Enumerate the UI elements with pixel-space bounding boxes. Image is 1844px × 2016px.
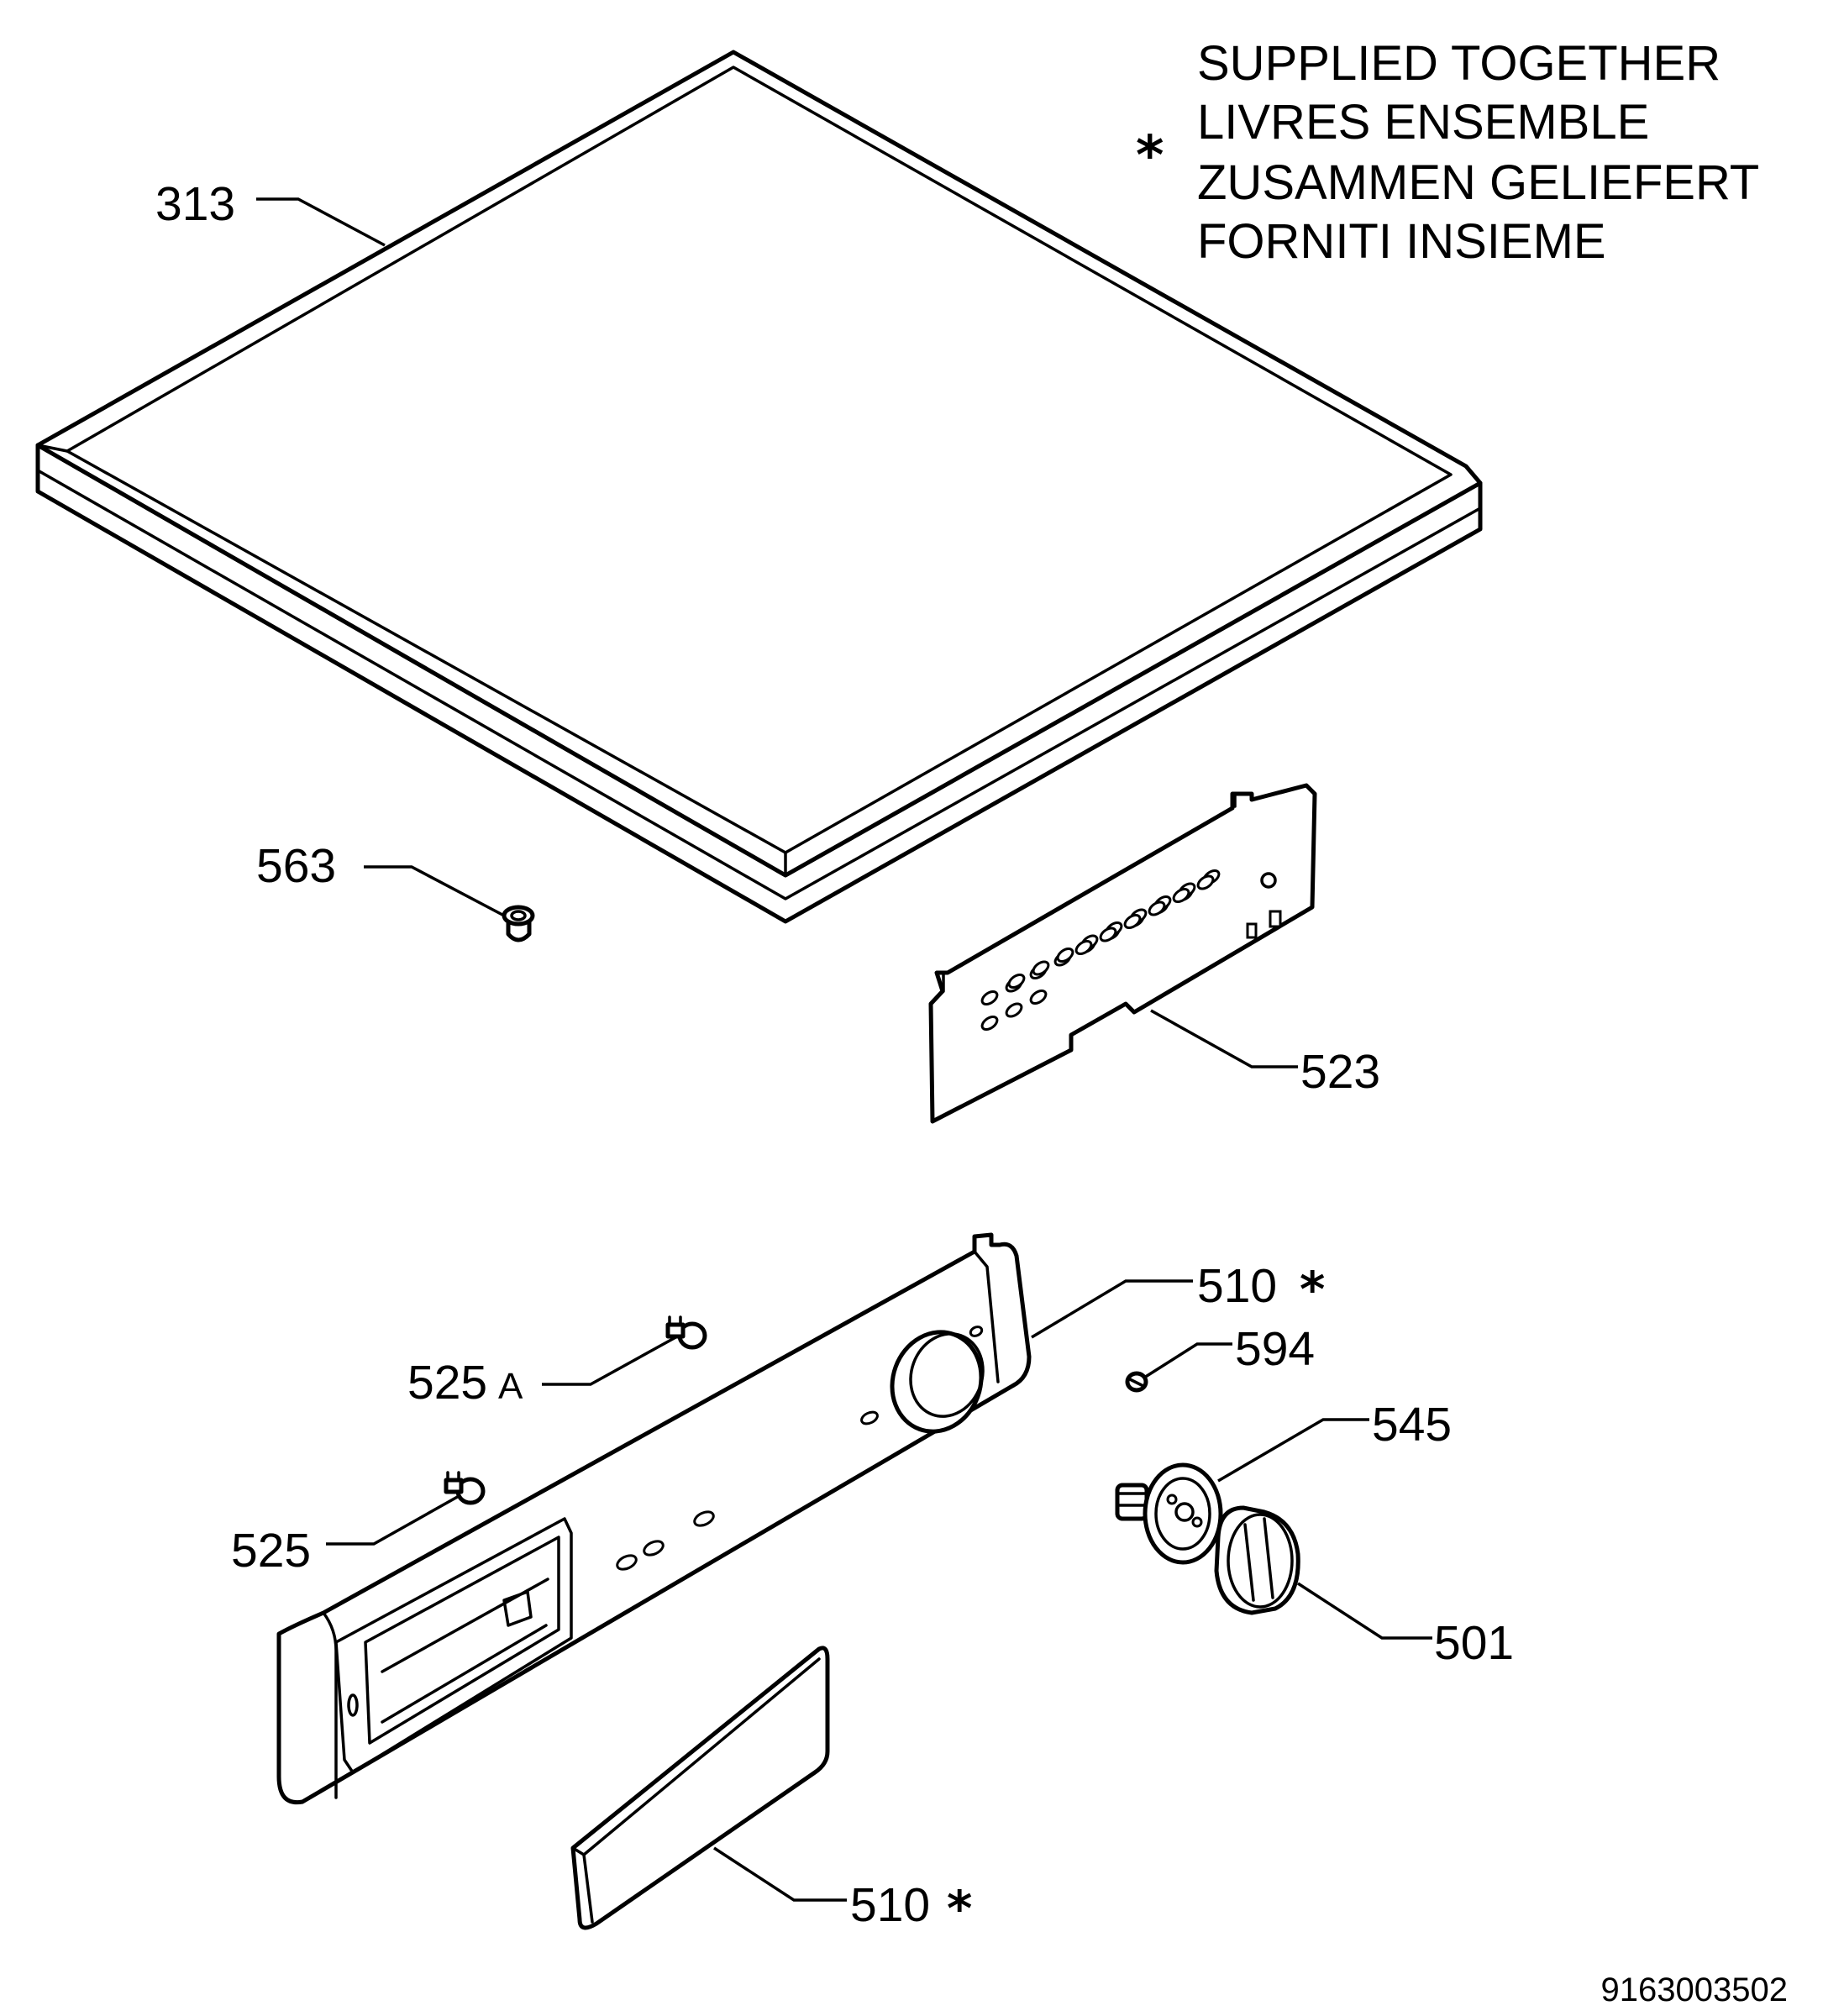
part-525A-lamp (665, 1315, 707, 1350)
callout-510-top-asterisk: * (1300, 1261, 1325, 1318)
legend-line-1: SUPPLIED TOGETHER (1197, 36, 1721, 91)
callout-523: 523 (1300, 1045, 1380, 1099)
leader-525 (326, 1494, 461, 1546)
leader-563 (364, 865, 505, 917)
callout-563: 563 (256, 839, 336, 893)
callouts: 313 563 523 510 * 594 525 A 545 525 501 … (155, 177, 1514, 1937)
leader-501 (1297, 1582, 1432, 1640)
legend-asterisk: * (1136, 125, 1164, 187)
part-545-selector (1115, 1462, 1223, 1565)
legend-line-2: LIVRES ENSEMBLE (1197, 95, 1649, 150)
callout-313: 313 (155, 177, 235, 231)
callout-525: 525 (231, 1524, 311, 1578)
part-510-control-panel (276, 1232, 1032, 1805)
leader-lines (256, 197, 1432, 1902)
leader-525A (542, 1334, 680, 1386)
leader-510-top (1031, 1279, 1193, 1339)
part-523-pcb (928, 783, 1317, 1124)
callout-510-top: 510 (1197, 1259, 1277, 1313)
callout-510-bottom-asterisk: * (947, 1880, 972, 1937)
leader-594 (1143, 1342, 1232, 1379)
part-563-plug (502, 905, 535, 942)
part-510-drawer-front (570, 1646, 830, 1930)
legend-line-4: FORNITI INSIEME (1197, 214, 1606, 269)
callout-510-bottom: 510 (850, 1878, 930, 1932)
part-594-spring (1125, 1371, 1148, 1393)
leader-545 (1217, 1418, 1369, 1483)
callout-594: 594 (1235, 1322, 1315, 1376)
callout-501: 501 (1434, 1616, 1514, 1670)
legend-line-3: ZUSAMMEN GELIEFERT (1197, 155, 1759, 210)
part-525-lamp (444, 1471, 486, 1505)
leader-313 (256, 197, 386, 247)
leader-510-bottom (713, 1846, 847, 1902)
callout-525A-number: 525 (407, 1356, 487, 1410)
leader-523 (1150, 1009, 1298, 1068)
callout-545: 545 (1372, 1398, 1452, 1452)
document-id: 9163003502 (1601, 1971, 1788, 2008)
callout-525A-suffix: A (498, 1366, 523, 1407)
part-313-top-cover (35, 50, 1483, 924)
legend: * SUPPLIED TOGETHER LIVRES ENSEMBLE ZUSA… (1136, 36, 1759, 269)
part-501-knob (1214, 1505, 1300, 1615)
